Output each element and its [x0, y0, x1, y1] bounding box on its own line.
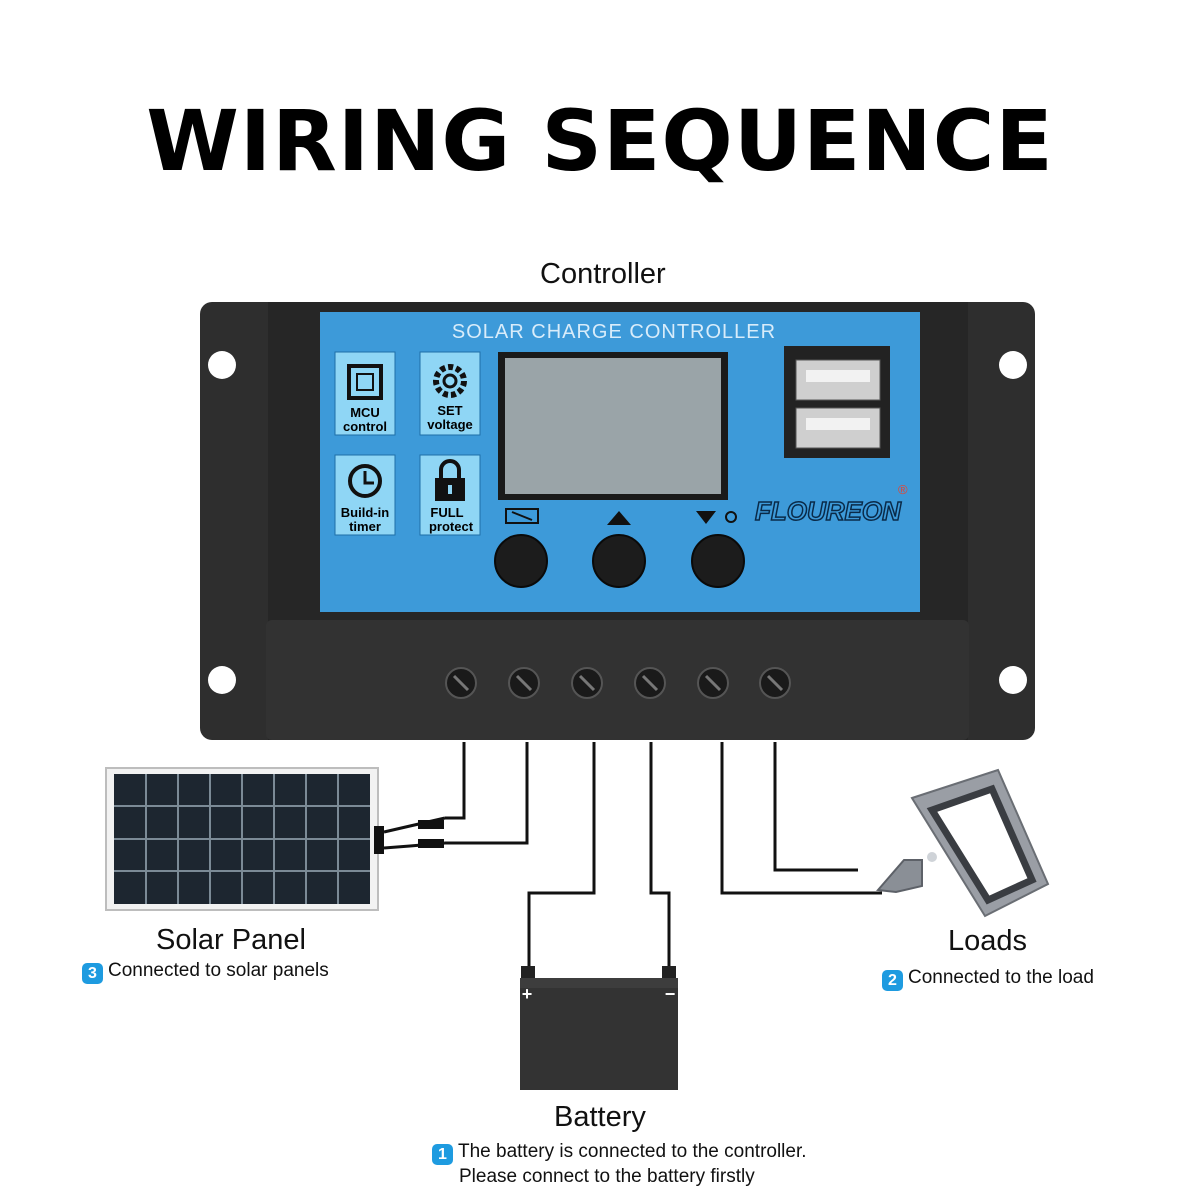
battery-terminal-positive — [521, 966, 535, 978]
battery-terminal-negative — [662, 966, 676, 978]
load-wire-positive — [720, 742, 882, 895]
screw-slot — [515, 674, 533, 692]
set-line1: SET — [437, 403, 462, 418]
flood-light-image — [875, 768, 1050, 918]
solar-connector-cables — [383, 816, 446, 850]
battery-body — [520, 978, 678, 1090]
mc4-connector-positive — [418, 820, 444, 829]
battery-wire-positive — [527, 742, 596, 966]
battery-note-line2: Please connect to the battery firstly — [459, 1166, 755, 1187]
screw-slot — [766, 674, 784, 692]
battery-note-line1: The battery is connected to the controll… — [458, 1141, 807, 1162]
loads-note-text: Connected to the load — [908, 967, 1094, 988]
mc4-connector-negative — [418, 839, 444, 848]
brand-logo: FLOUREON — [755, 496, 902, 526]
set-line2: voltage — [427, 417, 473, 432]
mount-hole-tr — [999, 351, 1027, 379]
page-title: WIRING SEQUENCE — [146, 92, 1054, 190]
solar-panel-image — [105, 767, 446, 911]
battery-label: Battery — [554, 1101, 646, 1133]
solar-cell-grid — [114, 774, 370, 904]
brand-mark: ® — [898, 482, 908, 497]
panel-title: SOLAR CHARGE CONTROLLER — [452, 321, 776, 343]
battery-image: + − — [520, 966, 678, 1090]
timer-line1: Build-in — [341, 505, 389, 520]
screw-slot — [452, 674, 470, 692]
protect-line2: protect — [429, 519, 474, 534]
controller-unit: SOLAR CHARGE CONTROLLER MCU control SET … — [200, 302, 1035, 740]
battery-minus-sign: − — [665, 984, 676, 1004]
up-button[interactable] — [592, 534, 646, 588]
mcu-line1: MCU — [350, 405, 380, 420]
step-badge-2: 2 — [882, 970, 903, 991]
step-badge-3: 3 — [82, 963, 103, 984]
gear-icon — [433, 364, 467, 398]
light-bracket — [875, 859, 923, 894]
solar-panel-note-text: Connected to solar panels — [108, 960, 329, 981]
mount-hole-br — [999, 666, 1027, 694]
terminal-screws — [445, 667, 791, 699]
loads-label: Loads — [948, 925, 1028, 957]
clock-icon — [348, 464, 382, 498]
solar-panel-label: Solar Panel — [156, 924, 306, 956]
battery-wire-negative — [649, 742, 671, 966]
controller-label: Controller — [540, 258, 666, 290]
terminal-block — [266, 620, 969, 740]
up-arrow-icon — [607, 511, 631, 525]
timer-line2: timer — [349, 519, 381, 534]
solar-wire-negative — [445, 742, 529, 845]
screw-slot — [704, 674, 722, 692]
battery-top — [520, 978, 678, 988]
light-bulb-icon — [725, 511, 737, 523]
mount-hole-bl — [208, 666, 236, 694]
solar-wire-positive — [445, 742, 466, 820]
step-badge-1: 1 — [432, 1144, 453, 1165]
protect-line1: FULL — [430, 505, 463, 520]
wires — [445, 742, 882, 966]
usb-port-1-slot — [806, 370, 870, 382]
lcd-screen — [505, 358, 721, 494]
menu-icon — [505, 508, 539, 524]
menu-button[interactable] — [494, 534, 548, 588]
load-wire-negative — [773, 742, 858, 872]
down-arrow-icon — [696, 511, 716, 524]
usb-port-2-slot — [806, 418, 870, 430]
battery-plus-sign: + — [522, 984, 533, 1004]
down-button[interactable] — [691, 534, 745, 588]
mount-hole-tl — [208, 351, 236, 379]
screw-slot — [578, 674, 596, 692]
junction-box — [374, 826, 384, 854]
light-lens — [926, 784, 1037, 905]
screw-slot — [641, 674, 659, 692]
bracket-bolt — [927, 852, 937, 862]
mcu-line2: control — [343, 419, 387, 434]
chip-icon — [347, 364, 383, 400]
lock-icon — [435, 459, 465, 501]
